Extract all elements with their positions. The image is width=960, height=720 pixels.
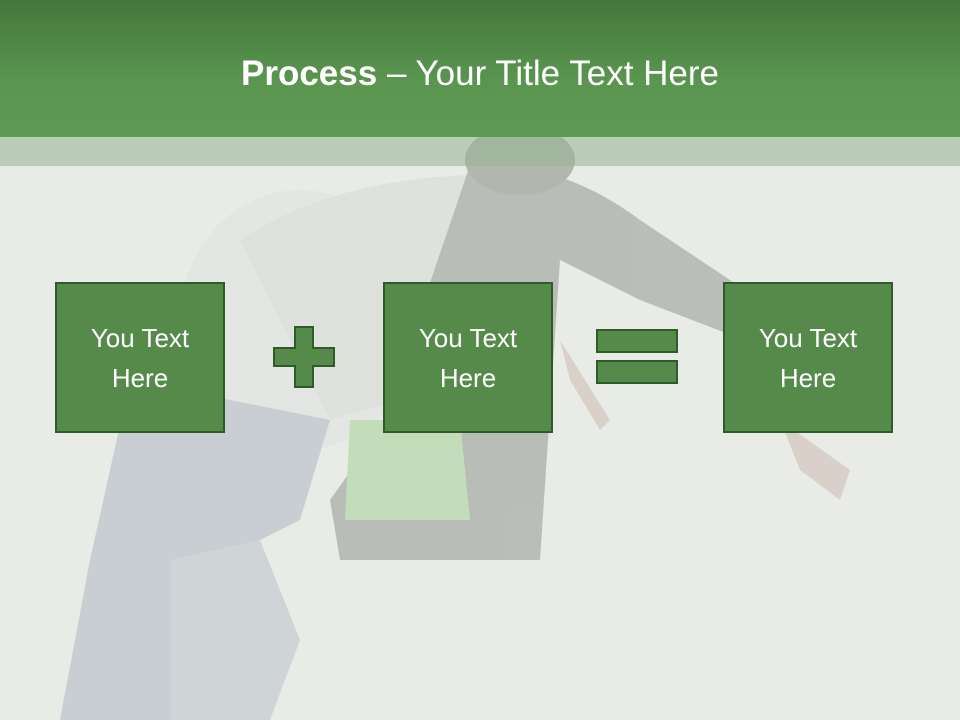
process-box-3-text: You Text Here xyxy=(758,322,858,393)
title-accent-strip xyxy=(0,137,960,166)
process-box-2-text: You Text Here xyxy=(418,322,518,393)
equals-icon xyxy=(596,329,678,384)
title-rest: – Your Title Text Here xyxy=(377,54,719,93)
title-bar xyxy=(0,0,960,137)
process-box-2[interactable]: You Text Here xyxy=(383,282,553,433)
title-bold: Process xyxy=(241,54,378,93)
plus-icon xyxy=(273,326,335,388)
slide-title: Process – Your Title Text Here xyxy=(0,52,960,96)
process-box-1[interactable]: You Text Here xyxy=(55,282,225,433)
process-box-1-text: You Text Here xyxy=(90,322,190,393)
process-box-3[interactable]: You Text Here xyxy=(723,282,893,433)
